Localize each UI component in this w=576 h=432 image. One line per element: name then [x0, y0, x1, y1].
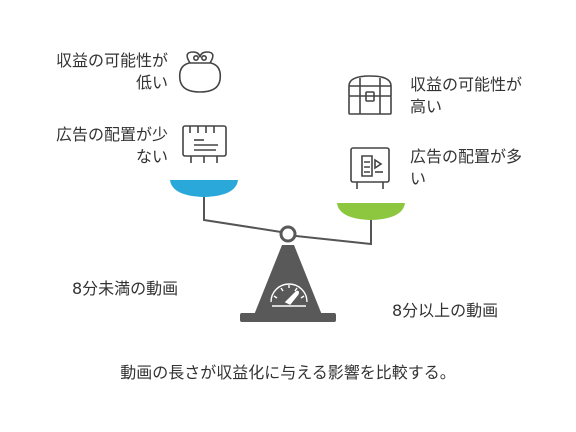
gauge-icon [270, 283, 308, 307]
left-pan [170, 180, 238, 197]
coin-purse-icon [178, 51, 222, 93]
right-hanger [295, 220, 372, 246]
scale-foot [240, 313, 336, 322]
ad-panel-icon [350, 147, 390, 189]
left-ads-label-line2: ない [135, 147, 168, 166]
right-revenue-label: 収益の可能性が 高い [410, 74, 522, 118]
left-ads-label: 広告の配置が少 ない [28, 124, 168, 168]
left-ads-label-line1: 広告の配置が少 [55, 125, 168, 144]
right-revenue-label-line2: 高い [410, 97, 443, 116]
long-video-label: 8分以上の動画 [392, 301, 499, 320]
right-ads-label: 広告の配置が多 い [410, 146, 522, 190]
caption: 動画の長さが収益化に与える影響を比較する。 [120, 363, 456, 382]
left-revenue-label-line2: 低い [135, 73, 168, 92]
right-ads-label-line1: 広告の配置が多 [410, 147, 523, 166]
short-video-label: 8分未満の動画 [72, 279, 179, 298]
treasure-chest-icon [348, 75, 392, 115]
right-pan [337, 203, 405, 220]
left-hanger [203, 197, 282, 233]
scale-base [254, 245, 322, 315]
right-revenue-label-line1: 収益の可能性が [410, 75, 523, 94]
pivot [279, 225, 297, 243]
right-ads-label-line2: い [410, 169, 427, 188]
left-revenue-label: 収益の可能性が 低い [28, 50, 168, 94]
left-revenue-label-line1: 収益の可能性が [55, 51, 168, 70]
billboard-icon [182, 125, 227, 163]
